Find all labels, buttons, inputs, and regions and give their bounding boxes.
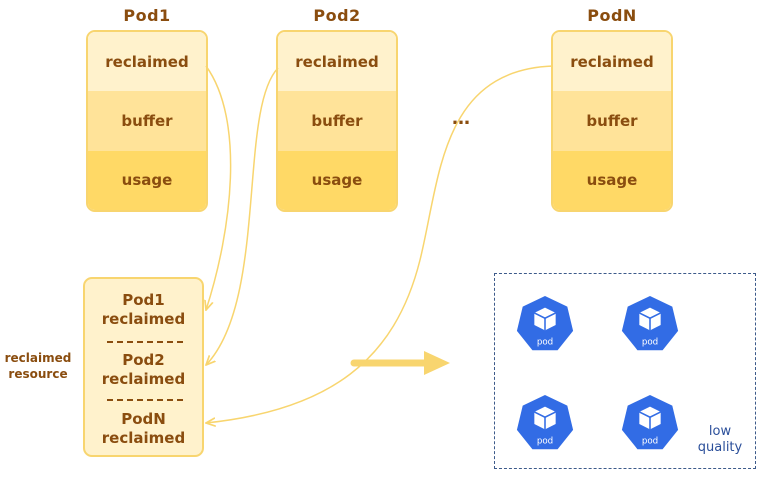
podn-stack: reclaimed buffer usage	[551, 30, 673, 212]
reclaimed-resource-label: reclaimed resource	[4, 351, 72, 381]
pod2-buffer-segment: buffer	[278, 91, 396, 151]
pool-item-pod2-reclaimed: reclaimed	[101, 370, 186, 388]
pod2-title: Pod2	[313, 6, 361, 25]
reclaimed-pool: Pod1 reclaimed Pod2 reclaimed PodN recla…	[83, 277, 204, 457]
podn-reclaimed-segment: reclaimed	[553, 32, 671, 92]
pool-item-podn: PodN reclaimed	[85, 410, 202, 448]
low-quality-area	[494, 273, 756, 469]
pod1-to-pool-connector	[206, 65, 232, 310]
pod2-to-pool-connector	[206, 67, 279, 365]
pool-divider	[107, 399, 183, 401]
pod1-reclaimed-segment: reclaimed	[88, 32, 206, 92]
pool-item-pod1-reclaimed: reclaimed	[101, 310, 186, 328]
pool-item-pod2-name: Pod2	[122, 351, 165, 369]
kubernetes-pod-heptagon-icon: pod	[516, 295, 574, 351]
kubernetes-pod-heptagon-icon: pod	[621, 295, 679, 351]
pool-item-podn-reclaimed: reclaimed	[101, 429, 186, 447]
pool-divider	[107, 341, 183, 343]
podn-usage-segment: usage	[553, 150, 671, 210]
pod-icon-label: pod	[537, 436, 553, 446]
pool-item-podn-name: PodN	[121, 410, 166, 428]
pod-icon-label: pod	[537, 337, 553, 347]
low-quality-label: low quality	[697, 424, 743, 455]
pod2-usage-segment: usage	[278, 150, 396, 210]
right-arrow-icon	[350, 351, 450, 375]
kubernetes-pod-heptagon-icon: pod	[621, 394, 679, 450]
pool-item-pod2: Pod2 reclaimed	[85, 351, 202, 389]
pod1-buffer-segment: buffer	[88, 91, 206, 151]
pool-item-pod1-name: Pod1	[122, 291, 165, 309]
pod1-usage-segment: usage	[88, 150, 206, 210]
pod2-reclaimed-segment: reclaimed	[278, 32, 396, 92]
pod-icon-label: pod	[642, 337, 658, 347]
podn-title: PodN	[587, 6, 637, 25]
pod2-stack: reclaimed buffer usage	[276, 30, 398, 212]
pool-item-pod1: Pod1 reclaimed	[85, 291, 202, 329]
podn-buffer-segment: buffer	[553, 91, 671, 151]
pod1-stack: reclaimed buffer usage	[86, 30, 208, 212]
podn-to-pool-connector	[206, 65, 554, 423]
pod1-title: Pod1	[123, 6, 171, 25]
pod-icon-label: pod	[642, 436, 658, 446]
kubernetes-pod-heptagon-icon: pod	[516, 394, 574, 450]
